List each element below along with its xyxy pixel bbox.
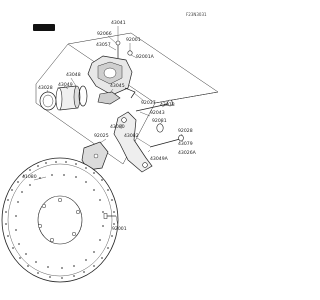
- caliper-group-bottom-edge: [35, 102, 156, 165]
- part-label-43028: 43028: [38, 85, 53, 91]
- pad-spring: [124, 87, 136, 99]
- part-label-43049: 43049: [58, 82, 73, 88]
- part-label-43078: 43078: [160, 102, 175, 108]
- part-label-43049a: 43049A: [150, 156, 169, 162]
- part-label-92001a: 92001A: [136, 54, 155, 60]
- disc-bolt: [103, 213, 119, 227]
- part-label-43080: 43080: [110, 124, 125, 130]
- dust-seal: [78, 85, 88, 107]
- part-label-43026a: 43026A: [178, 150, 197, 156]
- kawasaki-logo: [33, 24, 55, 31]
- diagram-code: F23N3031: [186, 12, 207, 17]
- part-label-92066: 92066: [97, 31, 112, 37]
- part-label-43057: 43057: [96, 42, 111, 48]
- caliper-bracket: [113, 111, 153, 173]
- part-label-92043: 92043: [150, 110, 165, 116]
- part-label-43041: 43041: [111, 20, 126, 26]
- part-label-92001-disc: 92001: [112, 226, 127, 232]
- part-label-43082: 43082: [124, 133, 139, 139]
- caliper-group-left-edge: [35, 43, 69, 103]
- parts-diagram: F23N3031: [1, 12, 219, 283]
- anti-rattle-plate: [81, 141, 109, 171]
- part-label-92037: 92037: [141, 100, 156, 106]
- part-label-43079: 43079: [178, 141, 193, 147]
- part-label-92028: 92028: [178, 128, 193, 134]
- piston-seal: [39, 91, 57, 111]
- brake-disc: [1, 157, 119, 283]
- part-label-43045: 43045: [110, 83, 125, 89]
- caliper-body: [87, 55, 133, 96]
- pin-boot: [156, 123, 164, 133]
- part-label-92001: 92001: [126, 37, 141, 43]
- part-label-92025: 92025: [94, 133, 109, 139]
- slide-pin-lower: [149, 134, 184, 148]
- part-labels: 43041 92066 43057 92001 92001A 43048 430…: [22, 20, 197, 232]
- leader-lines: [33, 26, 183, 181]
- part-label-41080: 41080: [22, 174, 37, 180]
- diagram-svg: F23N3031: [1, 12, 219, 283]
- caliper-group-right-edge: [154, 91, 219, 104]
- part-label-92081: 92081: [152, 118, 167, 124]
- brake-pad-inner: [97, 91, 121, 105]
- slide-pin-upper: [135, 99, 173, 112]
- part-label-43048: 43048: [66, 72, 81, 78]
- bleeder-cap: [127, 50, 133, 56]
- piston: [55, 85, 81, 111]
- bleed-valve: [115, 40, 121, 58]
